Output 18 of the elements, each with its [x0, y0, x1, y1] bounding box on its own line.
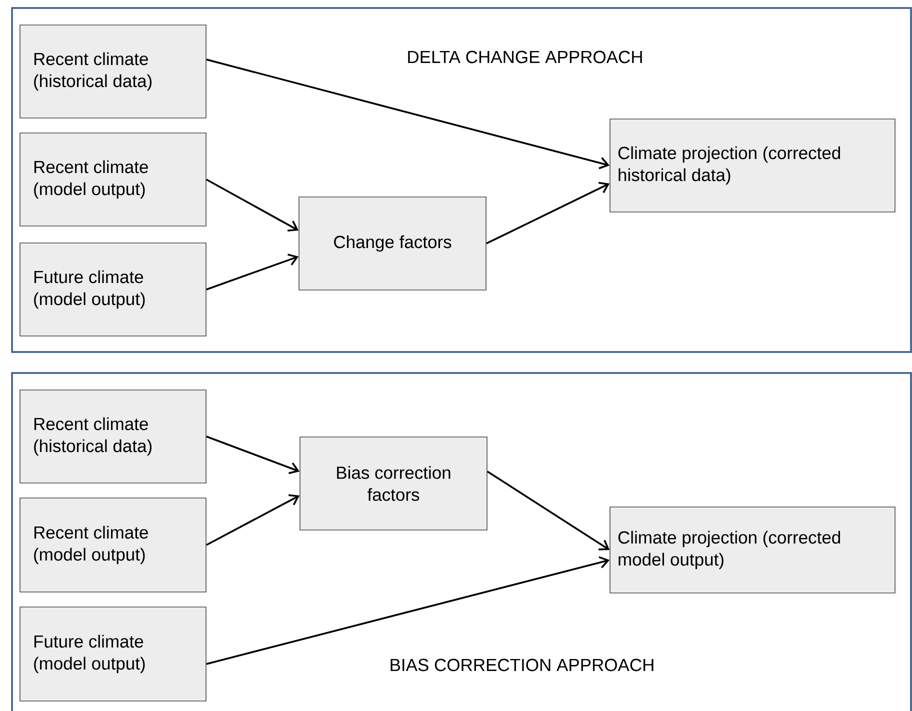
process-box: Recent climate (model output)	[20, 498, 206, 592]
process-box: Recent climate (historical data)	[20, 24, 206, 118]
process-box: Future climate (model output)	[20, 606, 206, 702]
process-box: Change factors	[298, 196, 486, 290]
process-box: Climate projection (corrected historical data)	[610, 118, 896, 212]
process-box: Future climate (model output)	[20, 242, 206, 336]
process-box: Climate projection (corrected model output)	[610, 506, 896, 594]
arrow	[206, 254, 299, 290]
arrow	[206, 556, 610, 665]
arrow	[206, 58, 610, 170]
process-box: Recent climate (model output)	[20, 132, 206, 226]
process-box: Recent climate (historical data)	[20, 390, 206, 484]
arrow	[206, 178, 299, 232]
arrow	[206, 494, 300, 546]
arrow	[206, 436, 300, 474]
arrow	[486, 470, 610, 550]
arrow	[486, 182, 610, 244]
process-box: Bias correction factors	[300, 436, 488, 530]
